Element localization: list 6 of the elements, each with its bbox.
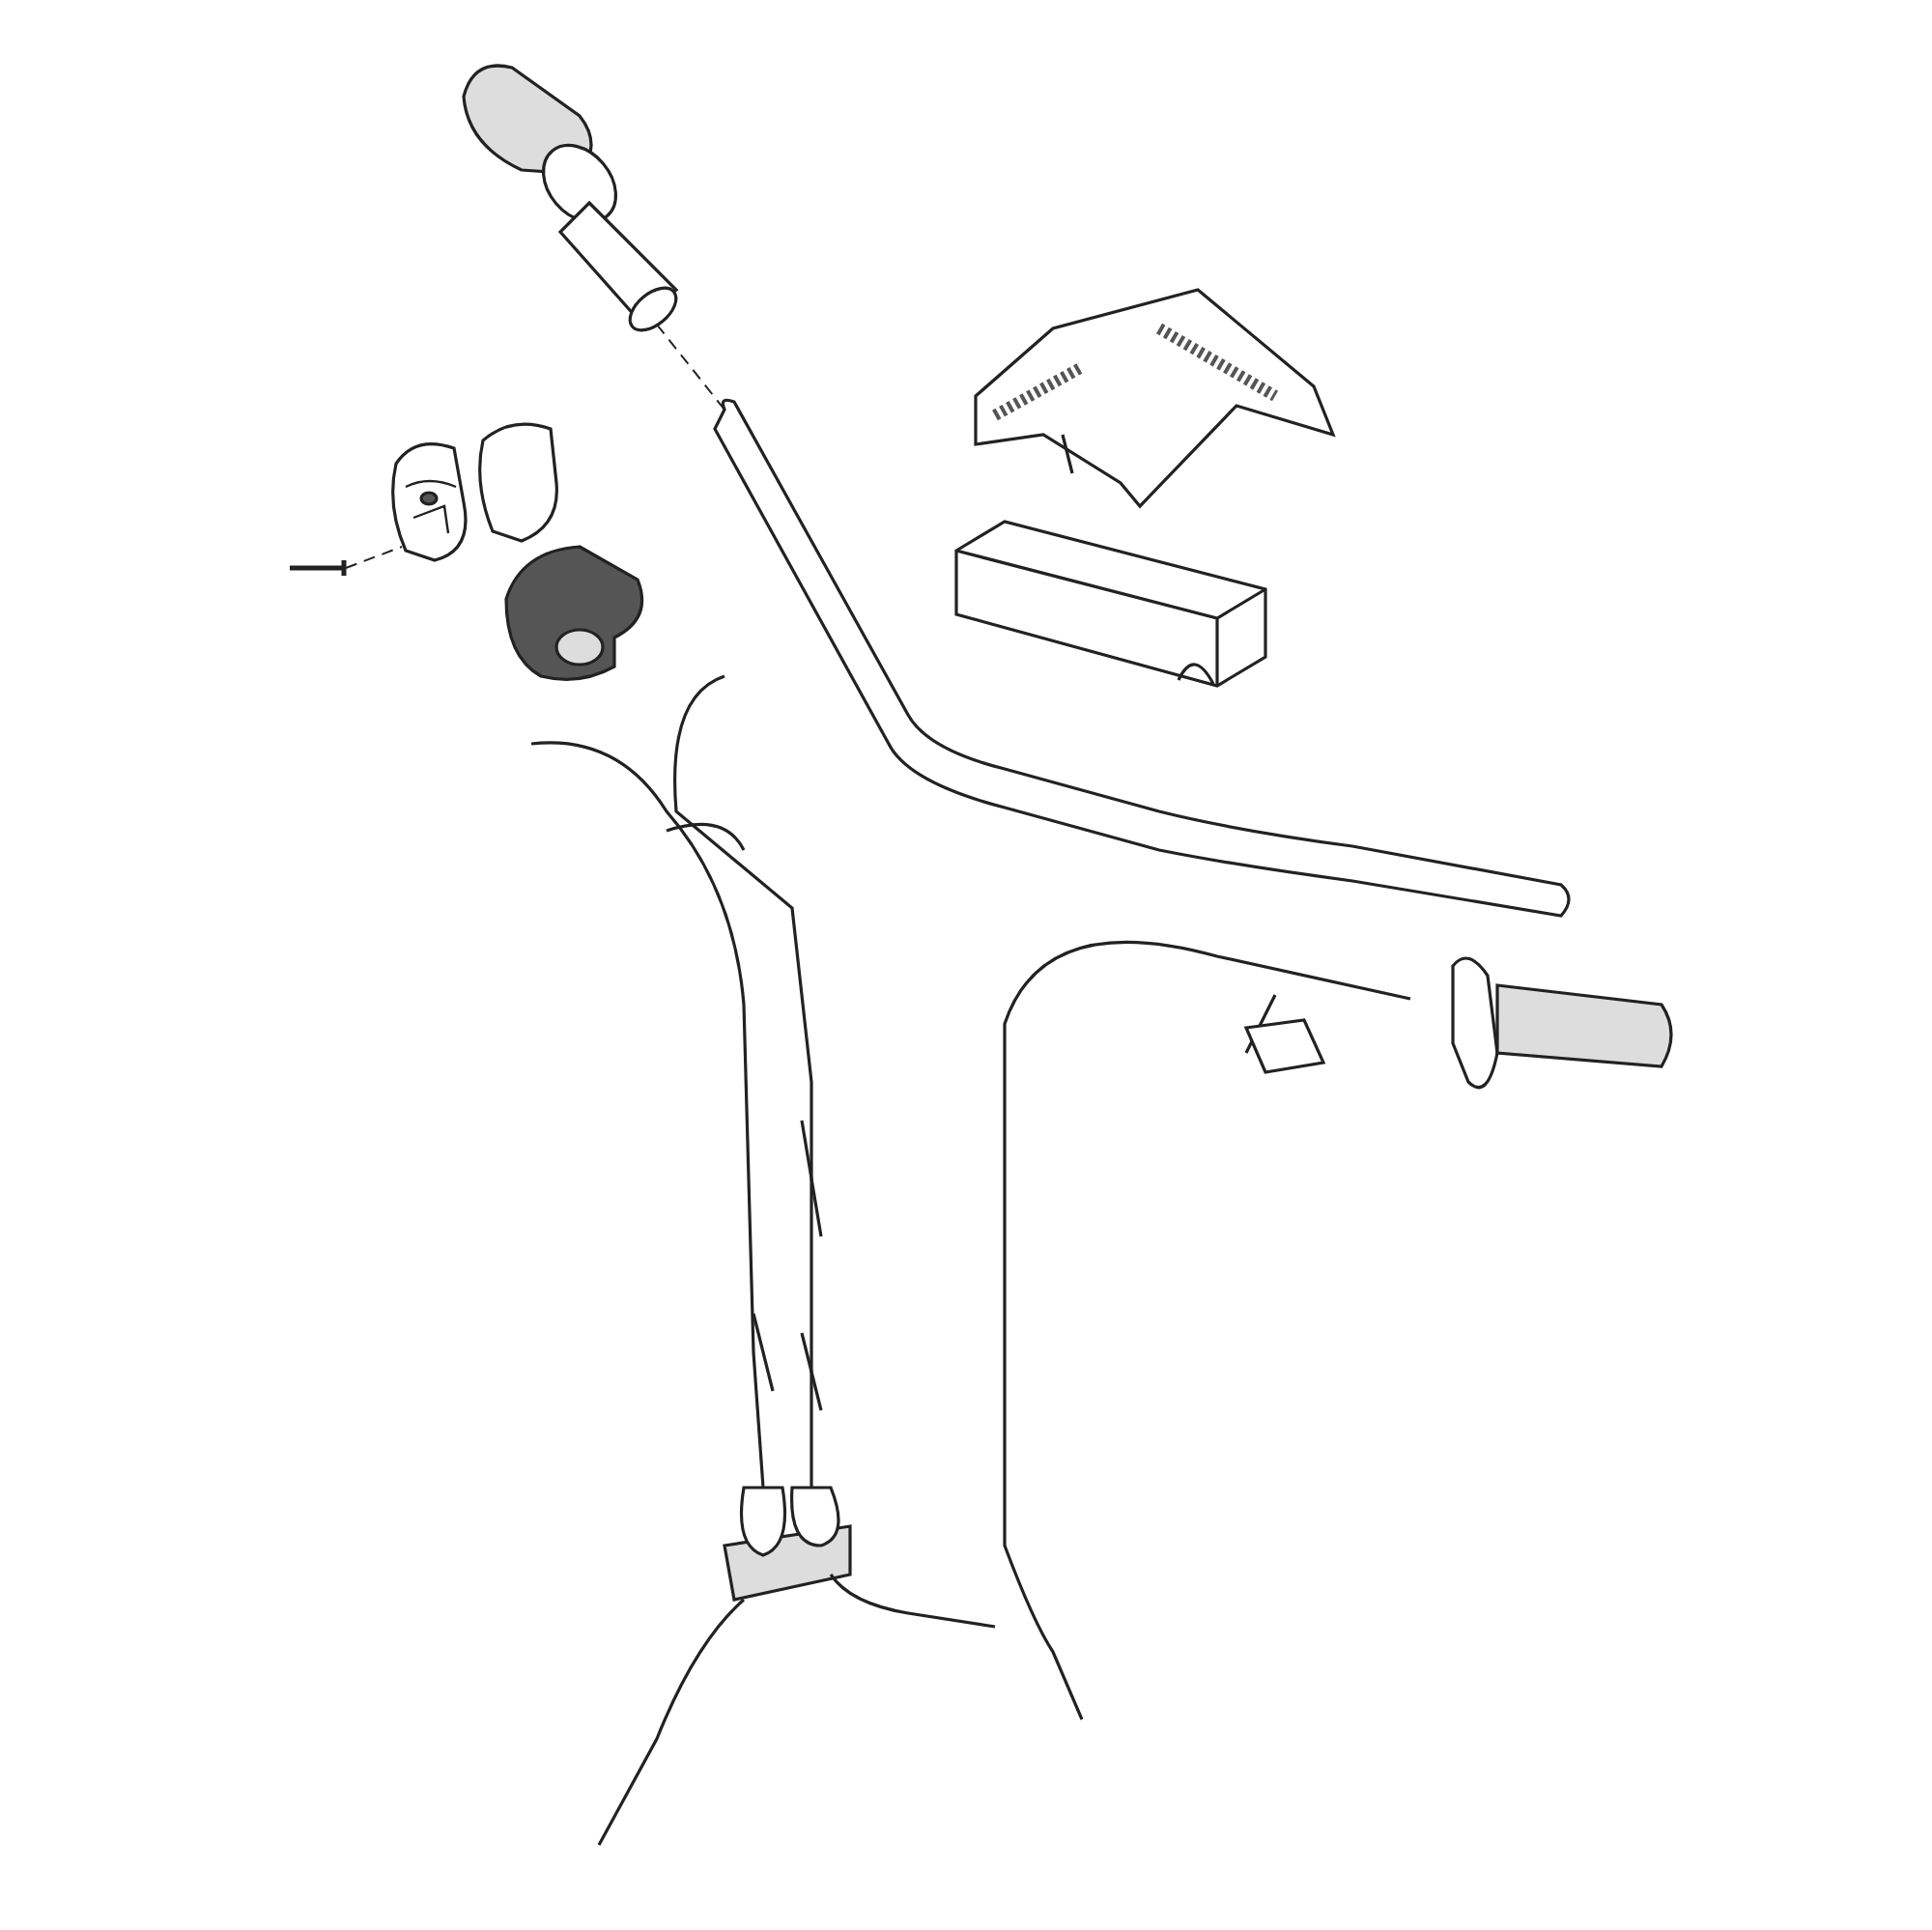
throttle-grip-drawing [462,64,679,332]
alignment-line [345,546,403,569]
throttle-housing-half-drawing [391,441,468,562]
alignment-line [656,324,725,411]
screw-drawing [287,557,347,579]
handlebar-drawing [713,398,1571,918]
